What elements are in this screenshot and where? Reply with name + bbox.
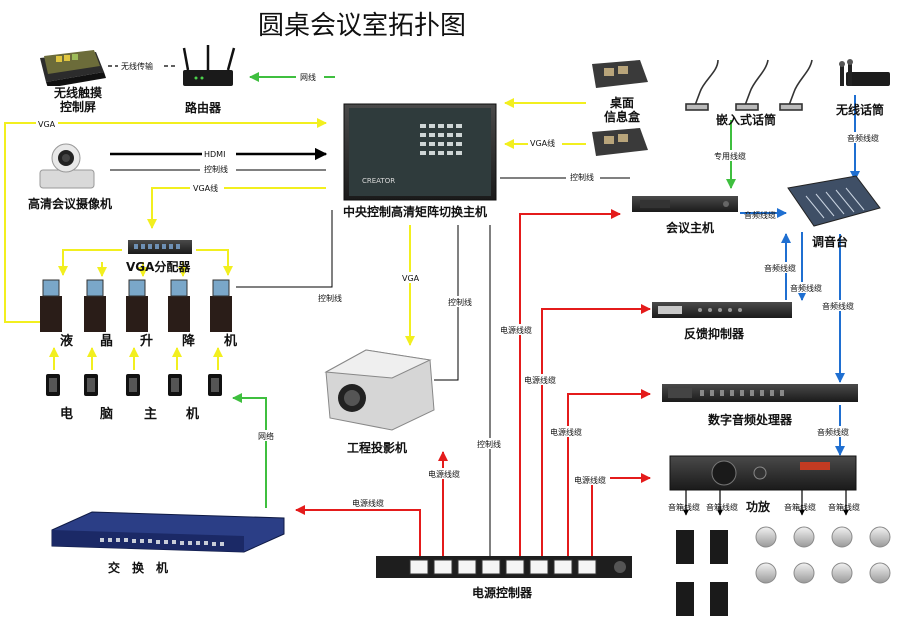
link-splitter-left <box>58 249 122 276</box>
label-speaker-4: 音箱线缆 <box>828 502 860 512</box>
power-controller-icon <box>376 556 632 578</box>
desktop-box-label-block: 桌面 信息盒 <box>598 96 646 124</box>
label-power-control: 控制线 <box>477 439 501 449</box>
router-icon <box>182 45 236 86</box>
label-host-control: 控制线 <box>570 172 594 182</box>
wireless-mic-label: 无线话筒 <box>835 102 884 117</box>
mixer-icon <box>787 175 881 227</box>
embedded-mic-label: 嵌入式话筒 <box>716 112 776 127</box>
mixer-label: 调音台 <box>812 234 848 249</box>
speaker-group <box>676 526 891 616</box>
label-desktop-vga: VGA线 <box>530 138 555 148</box>
projector-label: 工程投影机 <box>347 440 407 455</box>
label-mixer-audio-1: 音频线缆 <box>764 263 796 273</box>
dsp-icon <box>662 384 858 402</box>
router-label: 路由器 <box>185 100 222 115</box>
link-power-dsp <box>567 389 651 556</box>
label-dedicated: 专用线缆 <box>714 151 746 161</box>
label-hdmi: HDMI <box>204 150 225 159</box>
vga-splitter-icon <box>128 240 192 254</box>
touch-panel-icon <box>40 50 106 88</box>
matrix-switcher-icon: CREATOR <box>343 103 497 201</box>
pc-group: 电 脑 主 机 <box>46 374 222 422</box>
label-vga: VGA <box>38 120 56 129</box>
label-power-switch: 电源线缆 <box>352 498 384 508</box>
conference-host-label: 会议主机 <box>666 220 714 235</box>
link-labels: 无线传输 网线 VGA HDMI 控制线 VGA线 VGA线 控制线 控制线 V… <box>36 60 883 512</box>
lcd-lift-group: 液 晶 升 降 机 <box>40 279 237 349</box>
pc-char: 主 <box>144 406 157 422</box>
camera-label: 高清会议摄像机 <box>28 196 112 211</box>
label-speaker-3: 音箱线缆 <box>784 502 816 512</box>
link-power-amp <box>591 473 651 556</box>
link-vga-loop <box>4 118 327 323</box>
link-projector-control <box>434 225 459 381</box>
label-power-1: 电源线缆 <box>500 325 532 335</box>
label-network: 网线 <box>300 72 316 82</box>
lcd-lift-char: 降 <box>182 333 196 349</box>
pc-char: 脑 <box>100 406 113 422</box>
lcd-lift-char: 升 <box>140 333 153 349</box>
feedback-suppressor-label: 反馈抑制器 <box>684 326 745 341</box>
projector-icon <box>324 349 435 431</box>
link-power-fb <box>541 304 651 556</box>
label-power-3: 电源线缆 <box>550 427 582 437</box>
label-mixer-audio-2: 音频线缆 <box>790 283 822 293</box>
label-wireless: 无线传输 <box>121 61 153 71</box>
lcd-lift-char: 液 <box>60 333 73 349</box>
label-speaker-2: 音箱线缆 <box>706 502 738 512</box>
link-power-switch <box>295 505 421 556</box>
vga-splitter-label: VGA分配器 <box>126 259 191 274</box>
pc-char: 机 <box>186 406 199 422</box>
link-splitter-right <box>196 249 233 276</box>
lcd-lift-char: 机 <box>224 333 237 349</box>
pc-icon <box>46 374 222 396</box>
conference-host-icon <box>632 196 738 212</box>
label-power-2: 电源线缆 <box>524 375 556 385</box>
label-dsp-audio: 音频线缆 <box>817 427 849 437</box>
dsp-label: 数字音频处理器 <box>708 412 793 427</box>
amplifier-icon <box>669 455 857 491</box>
amplifier-label: 功放 <box>746 499 771 514</box>
ceiling-speaker-icon <box>755 526 891 584</box>
link-power-host <box>519 209 621 556</box>
label-mixer-audio-3: 音频线缆 <box>822 301 854 311</box>
label-speaker-1: 音箱线缆 <box>668 502 700 512</box>
lcd-lift-icon <box>40 279 232 332</box>
desktop-info-box-icon <box>592 60 648 156</box>
matrix-brand: CREATOR <box>362 177 395 185</box>
network-switch-icon <box>51 511 285 553</box>
link-lift-control <box>236 210 333 288</box>
label-host-audio: 音频线缆 <box>744 210 776 220</box>
feedback-suppressor-icon <box>652 302 792 318</box>
label-projector-vga: VGA <box>402 274 420 283</box>
wireless-mic-icon <box>839 59 890 86</box>
label-power-4: 电源线缆 <box>574 475 606 485</box>
label-wmic-audio: 音频线缆 <box>847 133 879 143</box>
pc-char: 电 <box>60 406 73 422</box>
diagram-title: 圆桌会议室拓扑图 <box>258 11 466 41</box>
touch-panel-label-block: 无线触摸 控制屏 <box>38 86 118 114</box>
label-projector-control: 控制线 <box>448 297 472 307</box>
label-vga-line: VGA线 <box>193 183 218 193</box>
embedded-mic-icon <box>685 59 813 111</box>
label-power-projector: 电源线缆 <box>428 469 460 479</box>
power-controller-label: 电源控制器 <box>472 585 533 600</box>
label-camera-control: 控制线 <box>204 164 228 174</box>
link-lan <box>232 393 267 508</box>
lcd-lift-char: 晶 <box>100 334 113 349</box>
label-lan: 网络 <box>258 431 274 441</box>
switch-label: 交 换 机 <box>108 560 168 575</box>
label-lift-control: 控制线 <box>318 293 342 303</box>
camera-icon <box>39 143 95 189</box>
matrix-label: 中央控制高清矩阵切换主机 <box>343 204 487 219</box>
link-vga-splitter <box>147 187 326 229</box>
column-speaker-icon <box>676 530 728 616</box>
